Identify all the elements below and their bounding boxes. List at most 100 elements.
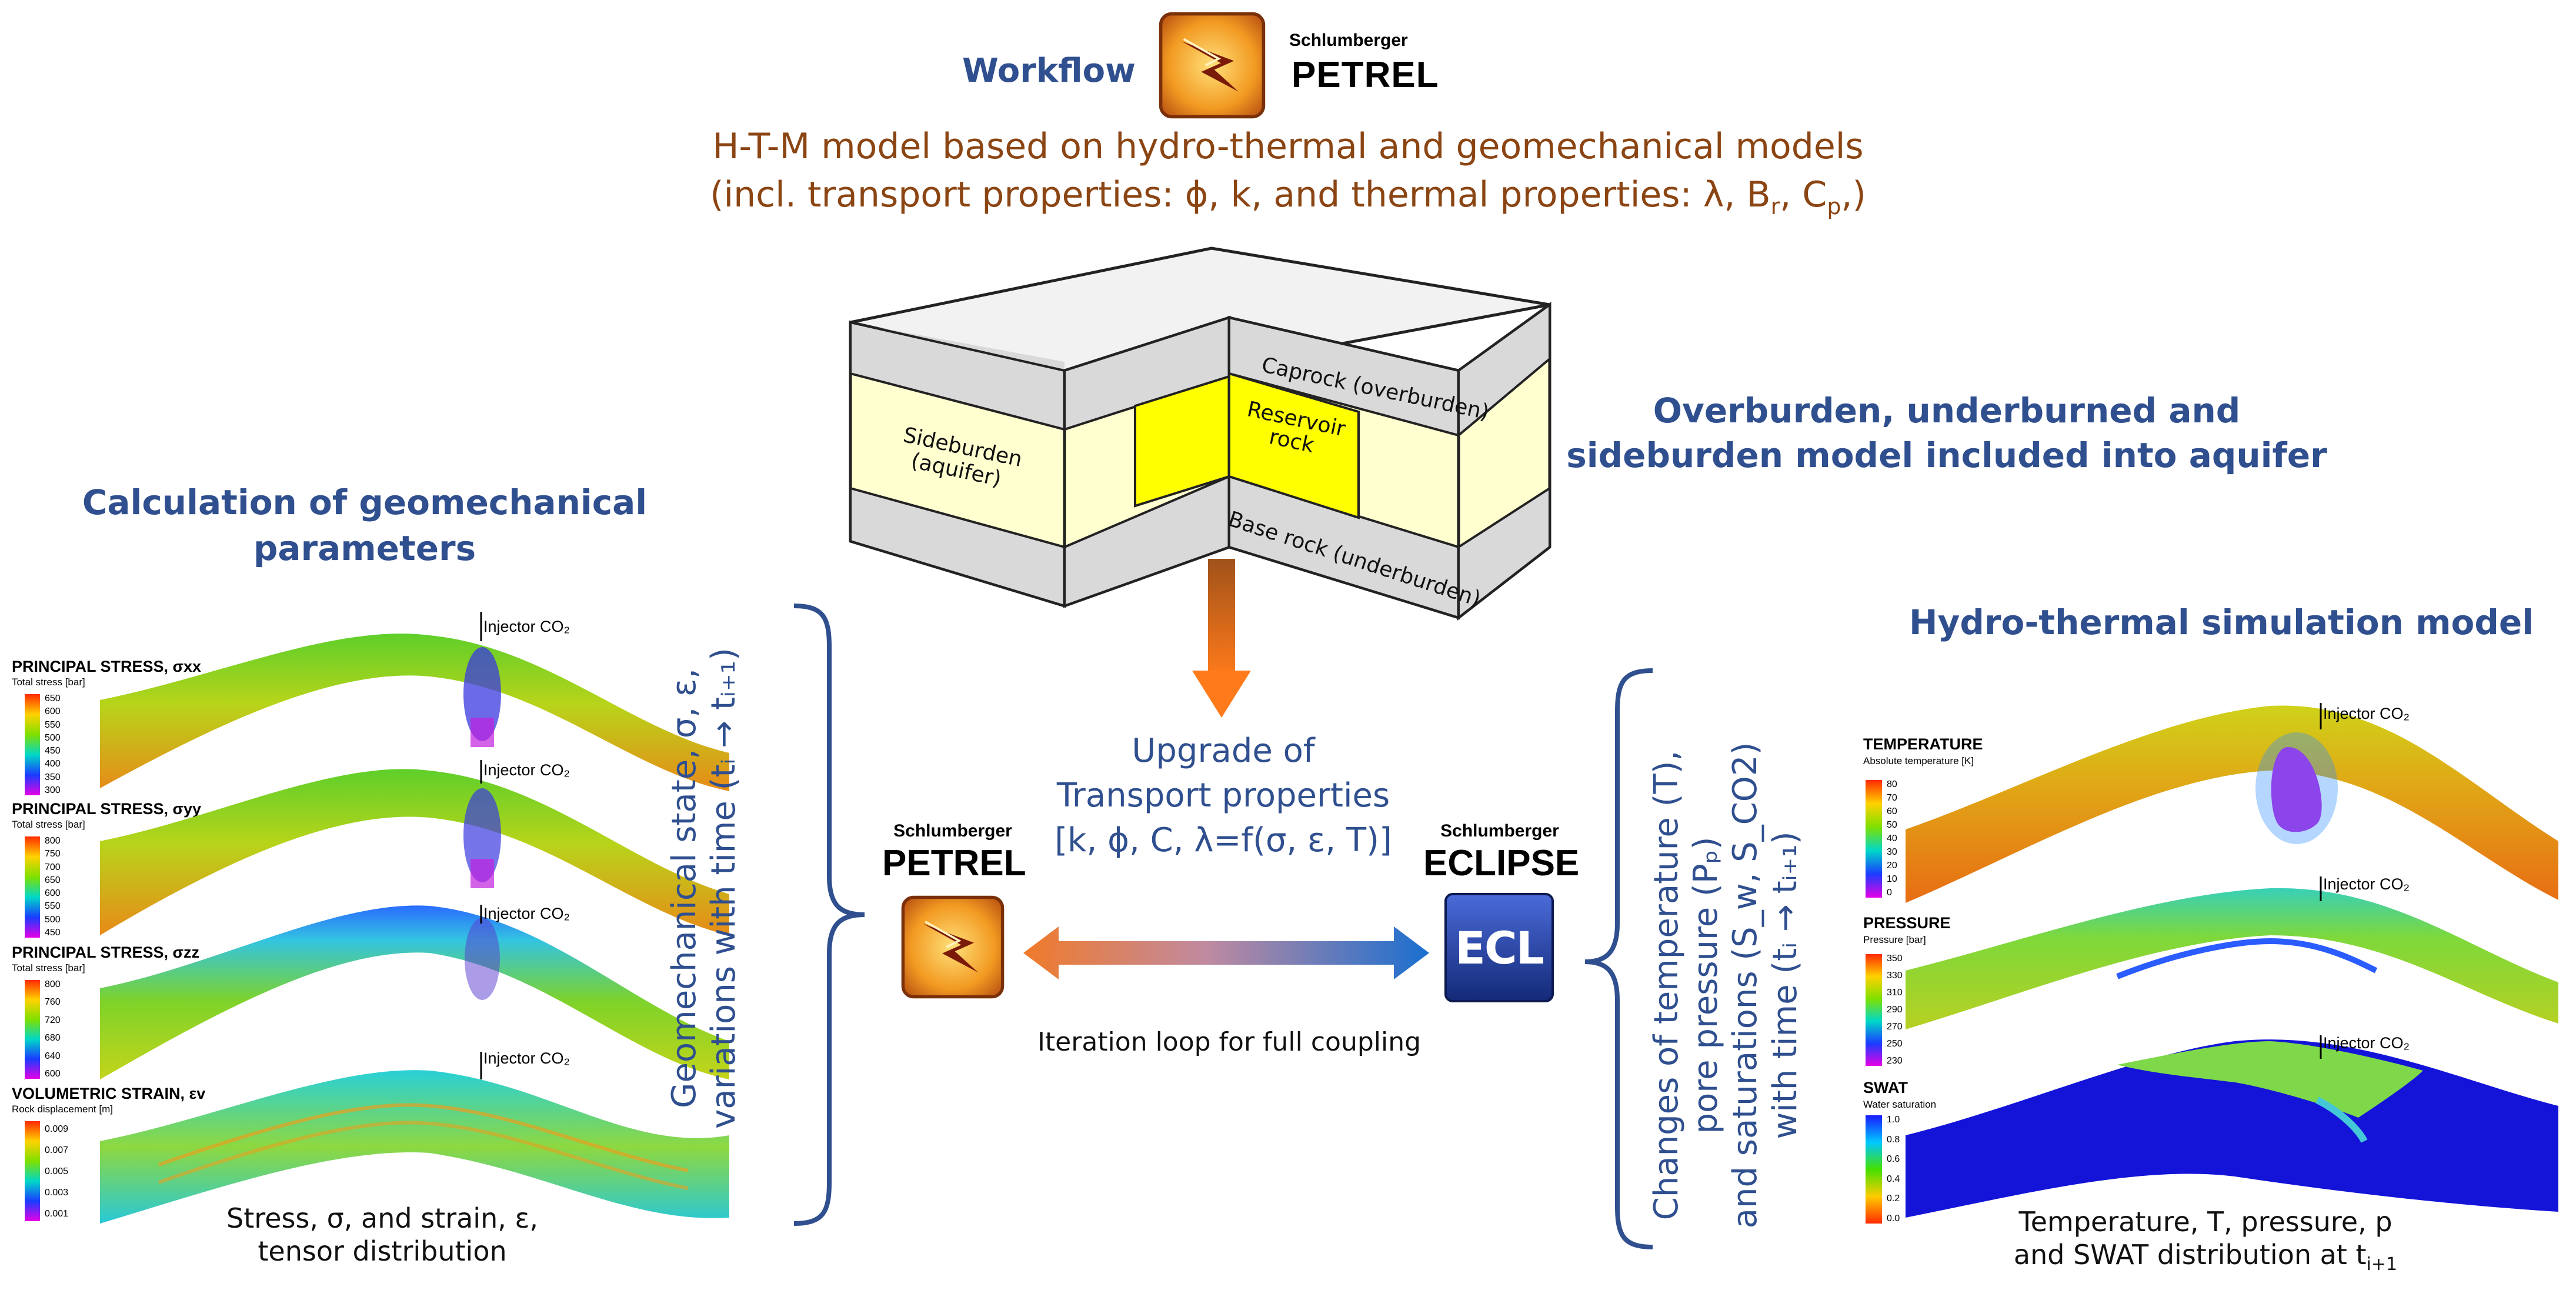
right-panel-2-colorbar [1866, 954, 1882, 1066]
center-petrel-big: PETREL [882, 843, 1026, 884]
upgrade-line1: Upgrade of [1132, 732, 1315, 770]
right-panel-1-ticks: 80 70 60 50 40 30 20 10 0 [1887, 780, 1897, 898]
tick: 720 [45, 1015, 61, 1025]
left-panel-4-injector: Injector CO₂ [483, 1049, 570, 1067]
tick: 500 [45, 914, 61, 925]
brand-small-text: Schlumberger [1289, 31, 1408, 50]
tick: 350 [45, 772, 61, 782]
tick: 640 [45, 1051, 61, 1061]
tick: 0.001 [45, 1209, 69, 1219]
ecl-logo-text: ECL [1454, 921, 1544, 974]
left-panel-1-colorbar [25, 694, 40, 795]
coupling-arrow [1023, 926, 1429, 979]
right-panel-2-injector: Injector CO₂ [2323, 875, 2410, 893]
tick: 700 [45, 862, 61, 872]
right-panel-3-colorbar [1866, 1115, 1882, 1224]
tick: 750 [45, 849, 61, 859]
tick: 10 [1887, 874, 1897, 884]
left-panel-1-injector: Injector CO₂ [483, 618, 570, 635]
hydro-thermal-heading: Hydro-thermal simulation model [1909, 602, 2534, 642]
right-panel-2-ticks: 350 330 310 290 270 250 230 [1887, 954, 1903, 1066]
tick: 60 [1887, 806, 1897, 816]
tick: 550 [45, 719, 61, 730]
left-panel-4-model [100, 1052, 729, 1224]
tick: 70 [1887, 793, 1897, 803]
left-panel-2-colorbar [25, 836, 40, 938]
tick: 400 [45, 759, 61, 769]
center-petrel-logo-icon[interactable] [900, 894, 1006, 1000]
left-vertical-text: Geomechanical state, σ, ε, variations wi… [665, 648, 743, 1129]
tick: 600 [45, 888, 61, 899]
left-panel-3-ticks: 800 760 720 680 640 600 [45, 980, 61, 1079]
left-panel-2-sub: Total stress [bar] [12, 819, 85, 830]
right-panel-1-sub: Absolute temperature [K] [1863, 755, 1974, 766]
header-line2: (incl. transport properties: ϕ, k, and t… [710, 174, 1866, 219]
left-panel-3-injector: Injector CO₂ [483, 905, 570, 922]
iteration-label: Iteration loop for full coupling [1037, 1027, 1422, 1057]
left-panel-1-model [100, 612, 729, 791]
left-panel-1-title: PRINCIPAL STRESS, σxx [12, 658, 202, 675]
tick: 310 [1887, 988, 1903, 998]
tick: 0 [1887, 888, 1892, 898]
tick: 650 [45, 694, 61, 704]
tick: 0.8 [1887, 1134, 1900, 1145]
tick: 550 [45, 901, 61, 912]
left-panel-2-model [100, 760, 729, 935]
tick: 450 [45, 927, 61, 938]
right-panel-3-model [1906, 1035, 2558, 1218]
right-panel-1-model [1906, 703, 2558, 903]
tick: 680 [45, 1033, 61, 1044]
left-panel-1-sub: Total stress [bar] [12, 676, 85, 688]
center-ecl-logo-icon[interactable]: ECL [1444, 893, 1554, 1002]
tick: 270 [1887, 1022, 1903, 1032]
tick: 250 [1887, 1039, 1903, 1049]
tick: 800 [45, 979, 61, 989]
right-panel-1-injector: Injector CO₂ [2323, 705, 2410, 722]
tick: 0.6 [1887, 1154, 1900, 1165]
right-caption-line2: and SWAT distribution at ti+1 [2013, 1239, 2398, 1275]
left-panel-2-ticks: 800 750 700 650 600 550 500 450 [45, 836, 61, 938]
right-panel-2-title: PRESSURE [1863, 914, 1951, 932]
tick: 450 [45, 746, 61, 756]
block-diagram [849, 246, 1551, 621]
right-caption-line1: Temperature, T, pressure, p [2018, 1206, 2393, 1238]
left-panel-4-ticks: 0.009 0.007 0.005 0.003 0.001 [45, 1125, 68, 1219]
petrel-logo-icon [1159, 12, 1266, 119]
center-eclipse-big: ECLIPSE [1423, 843, 1580, 884]
tick: 0.003 [45, 1188, 69, 1198]
workflow-label: Workflow [962, 52, 1136, 90]
tick: 600 [45, 1068, 61, 1079]
tick: 0.009 [45, 1124, 69, 1134]
right-vertical-text: Changes of temperature (T), pore pressur… [1647, 742, 1804, 1229]
right-panel-3-injector: Injector CO₂ [2323, 1034, 2410, 1052]
right-panel-1-title: TEMPERATURE [1863, 735, 1983, 753]
tick: 650 [45, 875, 61, 885]
tick: 0.2 [1887, 1194, 1900, 1204]
overburden-heading-line2: sideburden model included into aquifer [1566, 435, 2327, 475]
brand-big-text: PETREL [1292, 55, 1439, 95]
left-brace [793, 604, 865, 1226]
left-panel-3-sub: Total stress [bar] [12, 962, 85, 974]
geomech-heading-line1: Calculation of geomechanical [82, 482, 648, 522]
tick: 600 [45, 706, 61, 717]
left-panel-3-model [100, 905, 729, 1079]
tick: 0.007 [45, 1145, 69, 1155]
tick: 80 [1887, 779, 1897, 789]
tick: 0.4 [1887, 1174, 1900, 1184]
left-caption-line1: Stress, σ, and strain, ε, [226, 1202, 538, 1234]
tick: 0.005 [45, 1166, 69, 1176]
center-eclipse-small: Schlumberger [1440, 821, 1559, 841]
left-panel-3-title: PRINCIPAL STRESS, σzz [12, 944, 200, 961]
upgrade-line3: [k, ϕ, C, λ=f(σ, ε, T)] [1055, 821, 1392, 859]
upgrade-line2: Transport properties [1056, 776, 1390, 815]
right-panel-3-ticks: 1.0 0.8 0.6 0.4 0.2 0.0 [1887, 1115, 1900, 1224]
tick: 300 [45, 785, 61, 795]
left-panel-2-injector: Injector CO₂ [483, 761, 570, 779]
tick: 20 [1887, 861, 1897, 871]
left-panel-4-colorbar [25, 1121, 40, 1221]
left-panel-2-title: PRINCIPAL STRESS, σyy [12, 800, 202, 818]
right-panel-3-title: SWAT [1863, 1079, 1908, 1096]
tick: 350 [1887, 954, 1903, 964]
geomech-heading-line2: parameters [253, 528, 476, 568]
left-caption-line2: tensor distribution [258, 1235, 507, 1267]
